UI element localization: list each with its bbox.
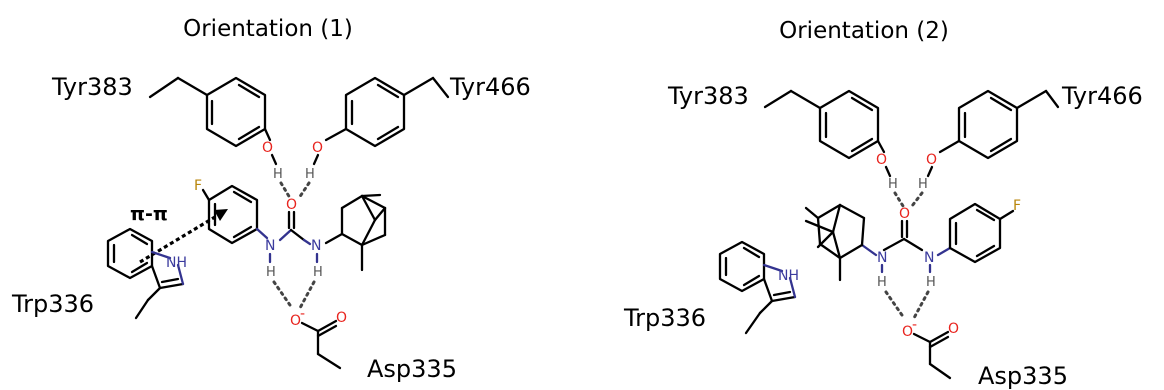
tyr466-hydrogen: H <box>305 167 315 182</box>
urea-hydrogen-left-2: H <box>877 275 887 290</box>
tyr383-hydrogen-2: H <box>888 177 898 192</box>
tyr466-oxygen: O <box>312 140 323 156</box>
trp336-nh: NH <box>166 255 187 271</box>
trp336-label-2: Trp336 <box>623 304 706 332</box>
hbond-urea-left-asp-2 <box>884 290 906 320</box>
hbond-tyr466-carbonyl-2 <box>910 191 924 208</box>
trp336-indole <box>106 227 185 320</box>
panel-orientation-1: Orientation (1) Tyr383 Tyr466 O O <box>11 16 531 383</box>
hbond-tyr383-carbonyl <box>279 181 292 200</box>
urea-hydrogen-right-2: H <box>926 275 936 290</box>
tyr466-hydrogen-2: H <box>918 177 928 192</box>
tyr466-right-molecule <box>324 76 450 148</box>
hbond-urea-left-asp <box>272 280 294 310</box>
tyr466-oxygen-2: O <box>926 152 937 168</box>
panel-1-title: Orientation (1) <box>183 16 353 42</box>
asp335-carboxylate-oxygen-2: O <box>902 324 913 340</box>
urea-nitrogen-right-2: N <box>924 250 934 266</box>
tyr383-oxygen-2: O <box>876 152 887 168</box>
bornyl-group <box>324 193 387 272</box>
pi-stack-arrowhead <box>214 209 228 221</box>
tyr383-oxygen: O <box>262 140 273 156</box>
asp335-co-bond <box>300 321 320 333</box>
carbonyl-oxygen: O <box>286 197 297 213</box>
tyr466-right-molecule-2 <box>938 89 1060 160</box>
asp335-carbonyl-oxygen-2: O <box>948 321 959 337</box>
asp335-carboxylate-oxygen: O <box>290 313 301 329</box>
pi-pi-label: π-π <box>130 203 168 225</box>
trp336-label: Trp336 <box>11 290 94 318</box>
carbonyl-oxygen-2: O <box>899 206 910 222</box>
fluorophenyl-ring-2 <box>936 202 1015 264</box>
tyr383-left-molecule-2 <box>763 89 886 160</box>
tyr466-label-2: Tyr466 <box>1061 82 1143 110</box>
asp335-charge-2: - <box>912 317 917 333</box>
urea-nitrogen-right: N <box>311 238 321 254</box>
tyr466-label: Tyr466 <box>449 73 531 101</box>
tyr383-label-2: Tyr383 <box>667 82 749 110</box>
bornyl-group-2 <box>804 203 878 282</box>
asp335-charge: - <box>300 306 305 322</box>
pi-stack-arrow <box>139 212 221 264</box>
trp336-nh-2: NH <box>778 268 799 284</box>
panel-2-title: Orientation (2) <box>779 18 949 44</box>
asp335-carbonyl-oxygen: O <box>336 310 347 326</box>
urea-hydrogen-left: H <box>266 265 276 280</box>
asp335-label: Asp335 <box>367 355 457 383</box>
fluorine-atom: F <box>194 178 202 194</box>
hbond-urea-right-asp <box>298 280 316 310</box>
tyr383-label: Tyr383 <box>51 73 133 101</box>
panel-orientation-2: Orientation (2) Tyr383 Tyr466 O O H <box>623 18 1143 390</box>
urea-nitrogen-left-2: N <box>877 250 887 266</box>
hbond-urea-right-asp-2 <box>912 290 930 320</box>
hbond-tyr466-carbonyl <box>297 181 311 200</box>
fluorophenyl-ring <box>201 184 259 245</box>
urea-nitrogen-left: N <box>265 238 275 254</box>
trp336-indole-2 <box>718 240 797 335</box>
tyr383-hydrogen: H <box>273 167 283 182</box>
urea-hydrogen-right: H <box>313 265 323 280</box>
hbond-tyr383-carbonyl-2 <box>893 191 905 208</box>
tyr383-left-molecule <box>148 76 272 148</box>
fluorine-atom-2: F <box>1013 198 1021 214</box>
asp335-label-2: Asp335 <box>978 362 1068 390</box>
